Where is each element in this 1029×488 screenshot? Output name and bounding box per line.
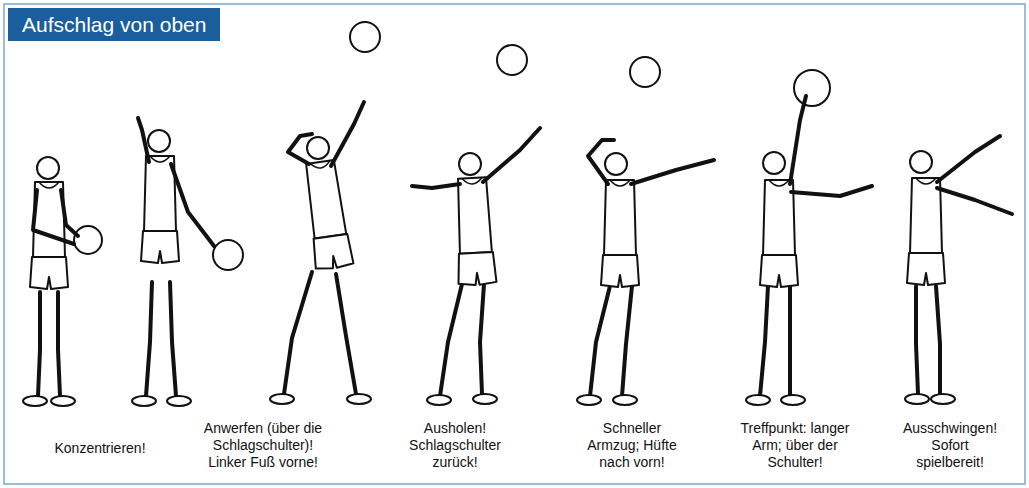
step-caption: Ausschwingen! Sofort spielbereit! bbox=[898, 420, 1003, 471]
step-caption: Schneller Armzug; Hüfte nach vorn! bbox=[576, 420, 688, 471]
step-caption: Ausholen! Schlagschulter zurück! bbox=[400, 420, 510, 471]
frame bbox=[4, 4, 1025, 484]
step-caption: Konzentrieren! bbox=[35, 440, 165, 457]
title-text: Aufschlag von oben bbox=[22, 13, 206, 37]
title-band: Aufschlag von oben bbox=[8, 8, 220, 41]
player-figures bbox=[23, 22, 1012, 406]
step-caption: Treffpunkt: langer Arm; über der Schulte… bbox=[733, 420, 858, 471]
step-caption: Anwerfen (über die Schlagschulter)! Link… bbox=[193, 420, 333, 471]
